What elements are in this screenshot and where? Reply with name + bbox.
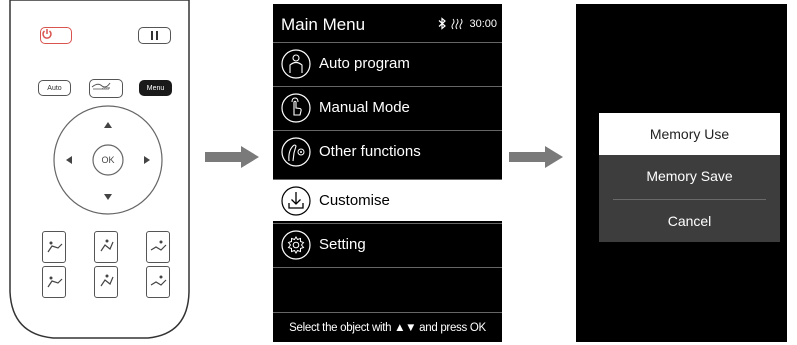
recline-icon: [47, 241, 63, 253]
download-icon: [281, 185, 311, 216]
auto-label: Auto: [47, 84, 62, 92]
recline-icon: [150, 275, 167, 286]
menu-button[interactable]: Menu: [139, 80, 172, 96]
divider: [613, 199, 766, 200]
status-bar: 30:00: [438, 17, 497, 30]
cancel-option[interactable]: Cancel: [599, 200, 780, 242]
menu-item-empty: [273, 267, 502, 312]
memory-save-option[interactable]: Memory Save: [599, 155, 780, 197]
position-button-6[interactable]: [146, 266, 170, 298]
down-arrow-button[interactable]: [104, 194, 112, 200]
position-button-3[interactable]: [94, 231, 118, 263]
memory-popup: Memory Use Memory Save Cancel: [599, 113, 780, 242]
menu-item-manual-mode[interactable]: Manual Mode: [273, 86, 502, 128]
right-arrow-button[interactable]: [144, 156, 150, 164]
recline-icon: [100, 239, 114, 252]
footer-hint: Select the object with ▲▼ and press OK: [273, 312, 502, 342]
zero-gravity-button[interactable]: Zero: [89, 79, 123, 98]
menu-item-label: Auto program: [319, 55, 410, 72]
page-title: Main Menu: [281, 15, 366, 34]
person-icon: [281, 48, 311, 79]
remote-control: Auto Zero Menu OK: [8, 0, 191, 340]
power-icon: [42, 29, 52, 39]
position-button-1[interactable]: [42, 231, 66, 263]
zero-label: Zero: [101, 85, 111, 90]
body-functions-icon: [281, 136, 311, 167]
recline-icon: [100, 274, 114, 287]
recline-icon: [47, 276, 63, 288]
position-button-2[interactable]: [42, 266, 66, 298]
option-label: Memory Save: [646, 168, 733, 184]
gear-icon: [281, 229, 311, 260]
menu-item-label: Setting: [319, 236, 366, 253]
ok-label: OK: [101, 155, 115, 165]
power-button[interactable]: [40, 27, 72, 44]
position-button-4[interactable]: [94, 266, 118, 298]
ok-button[interactable]: OK: [98, 155, 118, 165]
menu-item-label: Manual Mode: [319, 99, 410, 116]
up-arrow-button[interactable]: [104, 122, 112, 128]
bluetooth-icon: [439, 17, 447, 30]
pause-icon: [151, 31, 158, 40]
menu-item-customise[interactable]: Customise: [273, 179, 502, 221]
auto-button[interactable]: Auto: [38, 80, 71, 96]
main-menu-header: Main Menu 30:00: [273, 4, 502, 42]
pause-button[interactable]: [138, 27, 171, 44]
heat-icon: [451, 18, 463, 29]
menu-item-label: Customise: [319, 192, 390, 209]
position-button-5[interactable]: [146, 231, 170, 263]
menu-item-label: Other functions: [319, 143, 421, 160]
flow-arrow-icon: [205, 146, 259, 168]
zero-gravity-icon: [91, 82, 111, 90]
menu-label: Menu: [146, 84, 165, 92]
menu-item-auto-program[interactable]: Auto program: [273, 42, 502, 84]
menu-item-setting[interactable]: Setting: [273, 223, 502, 265]
flow-arrow-icon: [509, 146, 563, 168]
recline-icon: [150, 240, 167, 251]
option-label: Memory Use: [649, 126, 730, 142]
option-label: Cancel: [667, 213, 712, 229]
menu-item-other-functions[interactable]: Other functions: [273, 130, 502, 172]
timer-display: 30:00: [469, 17, 497, 30]
hand-touch-icon: [281, 92, 311, 123]
memory-use-option[interactable]: Memory Use: [599, 113, 780, 155]
left-arrow-button[interactable]: [66, 156, 72, 164]
main-menu-screen: Main Menu 30:00 Auto program Manual: [273, 4, 502, 342]
